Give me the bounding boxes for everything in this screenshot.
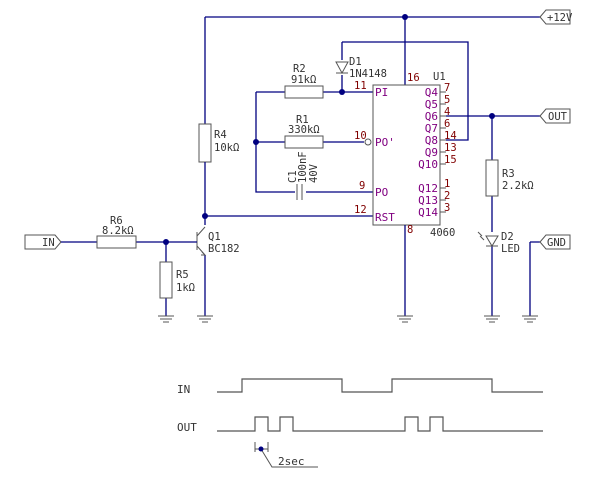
- pin-name: Q4: [425, 86, 439, 99]
- port-out-label: OUT: [548, 111, 568, 123]
- c1-ref: C1: [287, 170, 299, 183]
- r5-ref: R5: [176, 269, 189, 281]
- pin-num: 14: [444, 130, 457, 142]
- pin-num: 15: [444, 154, 457, 166]
- pin-name: PI: [375, 86, 388, 99]
- d1-value: 1N4148: [349, 68, 387, 80]
- vcc-rail: [204, 16, 540, 125]
- q1-ref: Q1: [208, 231, 221, 243]
- pin-num: 13: [444, 142, 457, 154]
- pin-name: Q12: [418, 182, 438, 195]
- r1-ref: R1: [296, 114, 309, 126]
- timing-out-waveform: [217, 416, 543, 432]
- pin-num: 1: [444, 178, 450, 190]
- resistor-r1: R1 330kΩ: [284, 114, 324, 149]
- pin-name: PO: [375, 186, 388, 199]
- pin-num: 3: [444, 202, 450, 214]
- pin-name: Q5: [425, 98, 438, 111]
- junction: [402, 14, 408, 20]
- pin-num: 2: [444, 190, 450, 202]
- d2-ref: D2: [501, 231, 514, 243]
- junction: [163, 239, 169, 245]
- rc-bus: [255, 92, 373, 193]
- period-marker: 2sec: [254, 442, 318, 468]
- led-d2: D2 LED: [477, 231, 520, 255]
- port-in-label: IN: [42, 237, 55, 249]
- r3-ref: R3: [502, 168, 515, 180]
- r2-ref: R2: [293, 63, 306, 75]
- port-out[interactable]: OUT: [539, 108, 571, 124]
- resistor-r5: R5 1kΩ: [159, 261, 195, 299]
- pin-name: Q9: [425, 146, 438, 159]
- pin-name: PO': [375, 136, 395, 149]
- pin-name: Q14: [418, 206, 438, 219]
- junction: [489, 113, 495, 119]
- junction: [253, 139, 259, 145]
- port-gnd[interactable]: GND: [539, 234, 571, 250]
- pin-num: 11: [354, 80, 367, 92]
- pin-num: 9: [359, 180, 365, 192]
- q1-value: BC182: [208, 243, 240, 255]
- r6-ref: R6: [110, 215, 123, 227]
- pin-num: 10: [354, 130, 367, 142]
- pin-name: Q7: [425, 122, 438, 135]
- pin-num: 4: [444, 106, 450, 118]
- port-vcc[interactable]: +12V: [539, 9, 573, 25]
- diode-d1: D1 1N4148: [335, 56, 387, 80]
- pin-name: RST: [375, 211, 395, 224]
- r5-value: 1kΩ: [176, 282, 195, 294]
- u1-value: 4060: [430, 227, 455, 239]
- port-gnd-label: GND: [547, 237, 566, 249]
- transistor-q1: Q1 BC182: [196, 226, 240, 256]
- r1-value: 330kΩ: [288, 124, 320, 136]
- ground-icons: [158, 315, 538, 323]
- d1-ref: D1: [349, 56, 362, 68]
- timing-out-label: OUT: [177, 421, 197, 434]
- port-in[interactable]: IN: [24, 234, 62, 250]
- capacitor-c1: C1 100nF 40V: [287, 151, 320, 200]
- pin-name: Q6: [425, 110, 438, 123]
- pin-num: 8: [407, 224, 413, 236]
- r4-ref: R4: [214, 129, 227, 141]
- port-vcc-label: +12V: [547, 12, 573, 24]
- pin-name: Q8: [425, 134, 438, 147]
- u1-ref: U1: [433, 71, 446, 83]
- pin-num: 6: [444, 118, 450, 130]
- junction: [339, 89, 345, 95]
- gnd-wire: [529, 241, 540, 316]
- r2-value: 91kΩ: [291, 74, 316, 86]
- c1-voltage: 40V: [308, 163, 320, 183]
- pin-name: Q13: [418, 194, 438, 207]
- pin-num: 5: [444, 94, 450, 106]
- resistor-r4: R4 10kΩ: [198, 123, 239, 163]
- timing-in-waveform: [217, 378, 543, 393]
- out-wire: [446, 115, 540, 316]
- pin-num: 7: [444, 82, 450, 94]
- resistor-r2: R2 91kΩ: [284, 63, 324, 99]
- c1-value: 100nF: [297, 151, 309, 183]
- pin-name: Q10: [418, 158, 438, 171]
- pin-num: 12: [354, 204, 367, 216]
- timing-in-label: IN: [177, 383, 190, 396]
- r3-value: 2.2kΩ: [502, 180, 534, 192]
- r6-value: 8.2kΩ: [102, 225, 134, 237]
- pin-num: 16: [407, 72, 420, 84]
- inversion-bubble: [364, 138, 372, 146]
- r4-value: 10kΩ: [214, 142, 239, 154]
- d2-value: LED: [501, 243, 520, 255]
- period-label: 2sec: [278, 455, 305, 468]
- resistor-r3: R3 2.2kΩ: [485, 159, 534, 197]
- resistor-r6: R6 8.2kΩ: [96, 215, 137, 249]
